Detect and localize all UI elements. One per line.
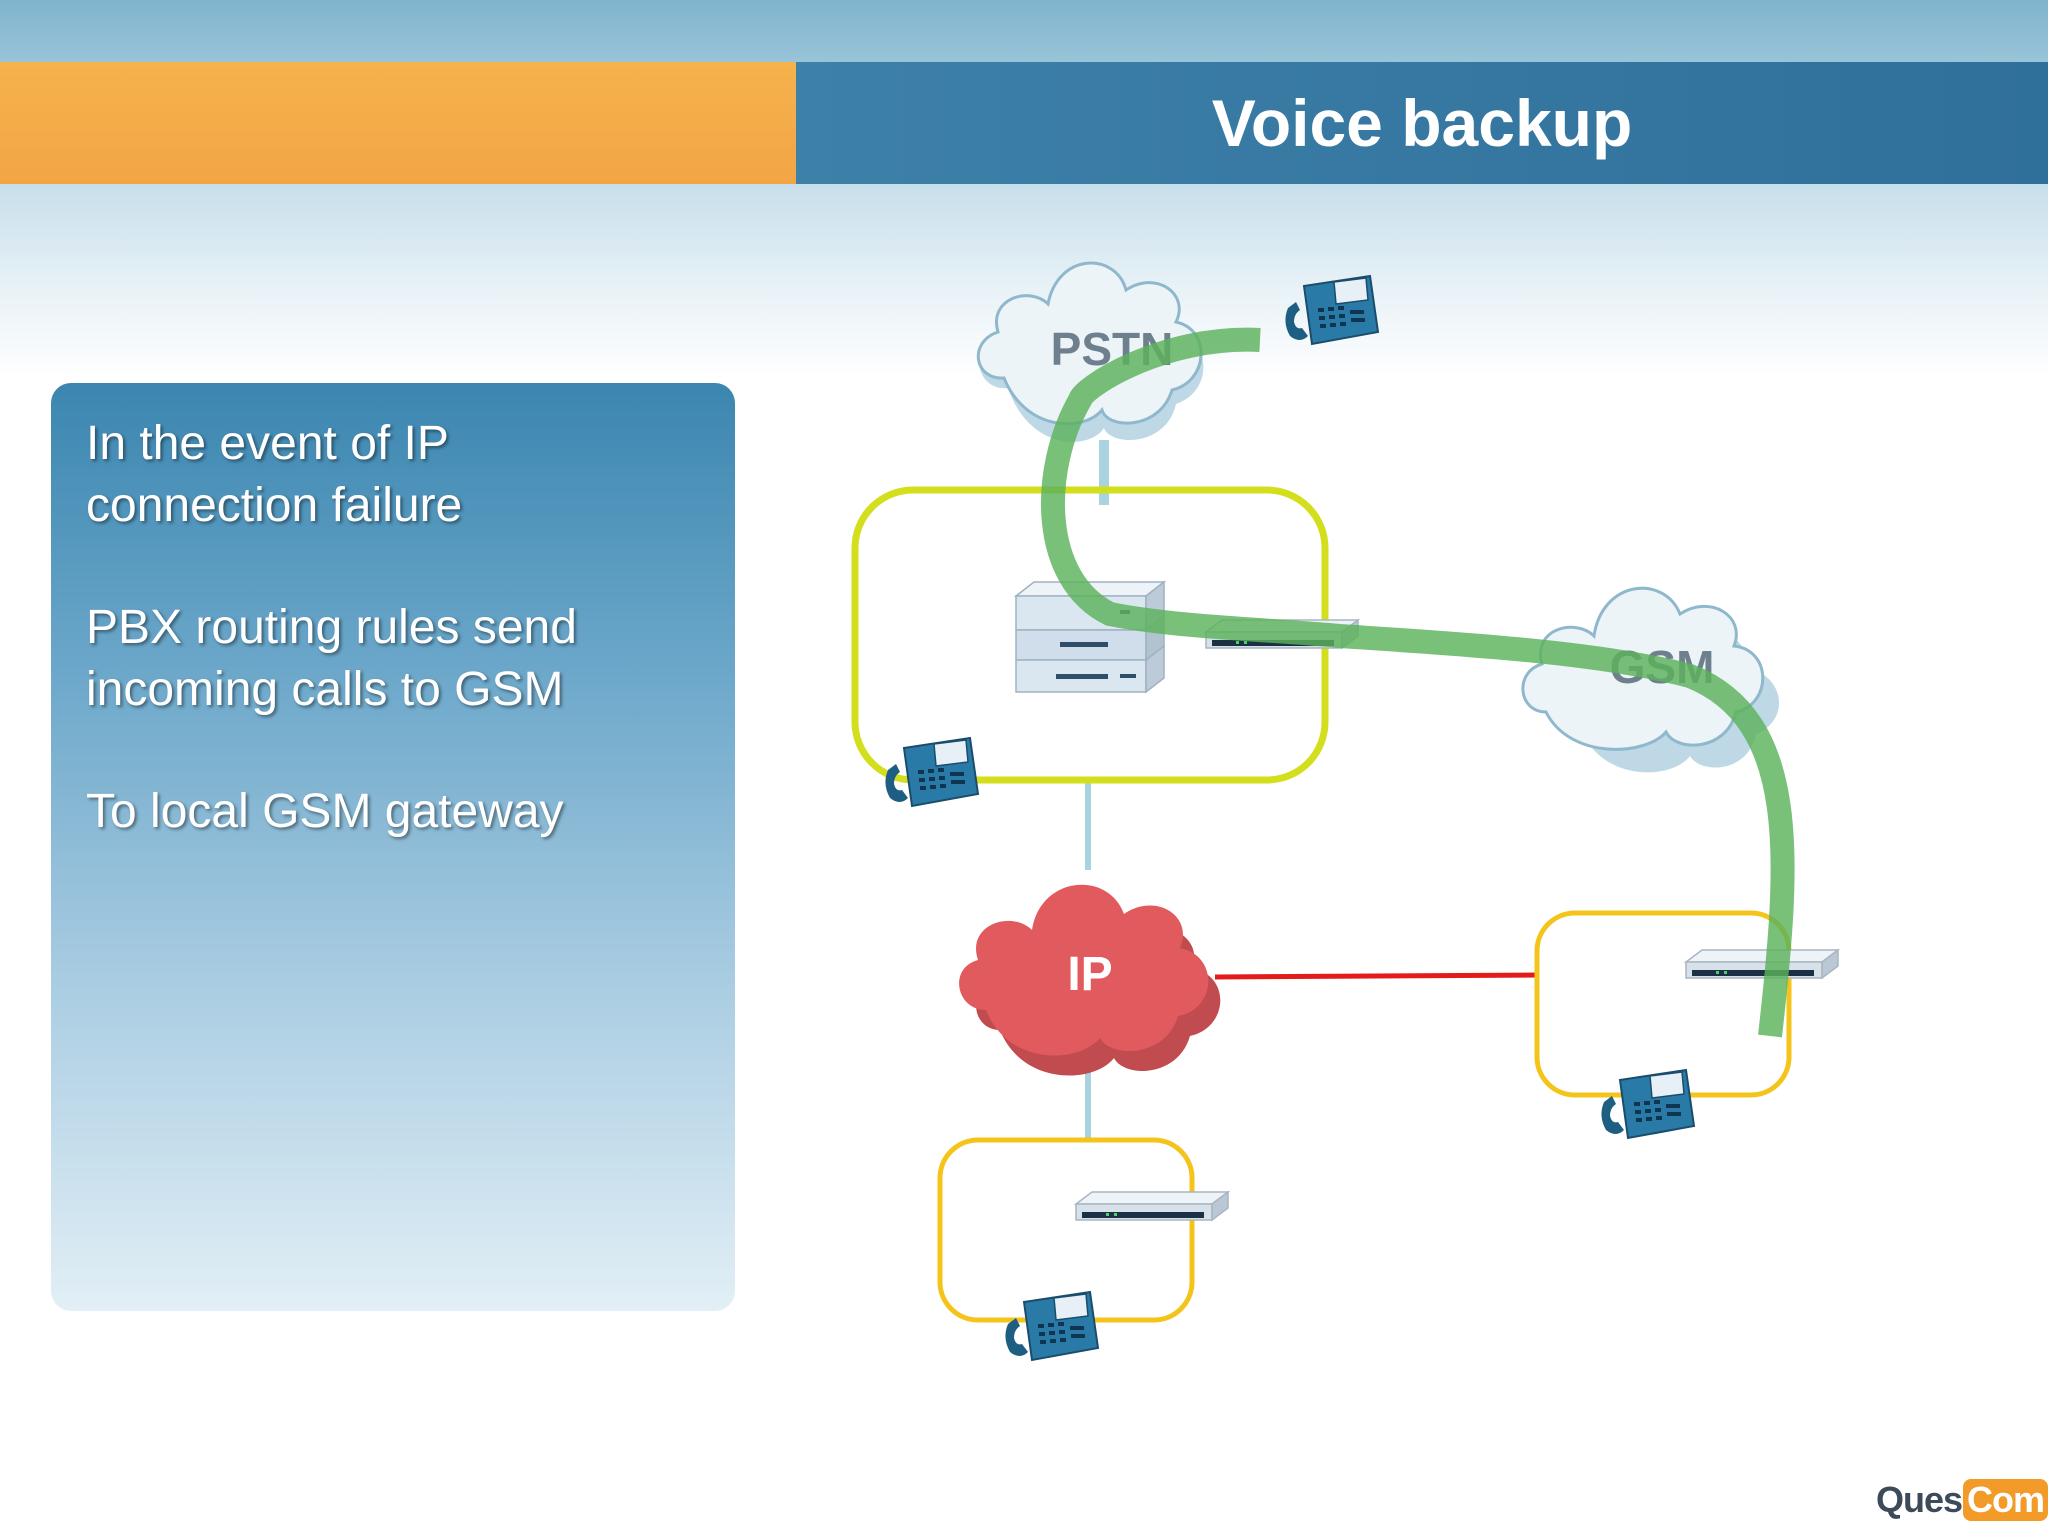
panel-line-2: connection failure (86, 479, 463, 532)
header-orange-band (0, 62, 796, 184)
slide-title: Voice backup (1211, 86, 1633, 160)
logo-text-com: Com (1963, 1479, 2048, 1521)
ip-label: IP (1067, 948, 1112, 1001)
remote-site-phone-icon (1004, 1291, 1099, 1361)
failed-ip-link (1214, 972, 1539, 980)
panel-line-5: To local GSM gateway (86, 785, 564, 838)
header-title-band (796, 62, 2048, 184)
logo-text-ques: Ques (1876, 1479, 1963, 1520)
gsm-cloud: GSM (1521, 586, 1779, 773)
panel-line-4: incoming calls to GSM (86, 663, 564, 716)
gsm-site-phone-icon (1600, 1069, 1695, 1139)
gsm-site-gateway-icon (1685, 949, 1839, 979)
panel-line-3: PBX routing rules send (86, 601, 577, 654)
main-site-phone-icon (884, 737, 979, 807)
remote-site-box (937, 1137, 1195, 1323)
remote-site-gsm-box (1534, 910, 1792, 1098)
remote-site-gateway-icon (1075, 1191, 1229, 1221)
ip-cloud: IP (959, 884, 1221, 1076)
panel-line-1: In the event of IP (86, 417, 449, 470)
pstn-phone-icon (1284, 275, 1379, 345)
backup-call-path (1041, 327, 1795, 1038)
pstn-cloud: PSTN (976, 261, 1204, 442)
text-panel (51, 383, 735, 1311)
